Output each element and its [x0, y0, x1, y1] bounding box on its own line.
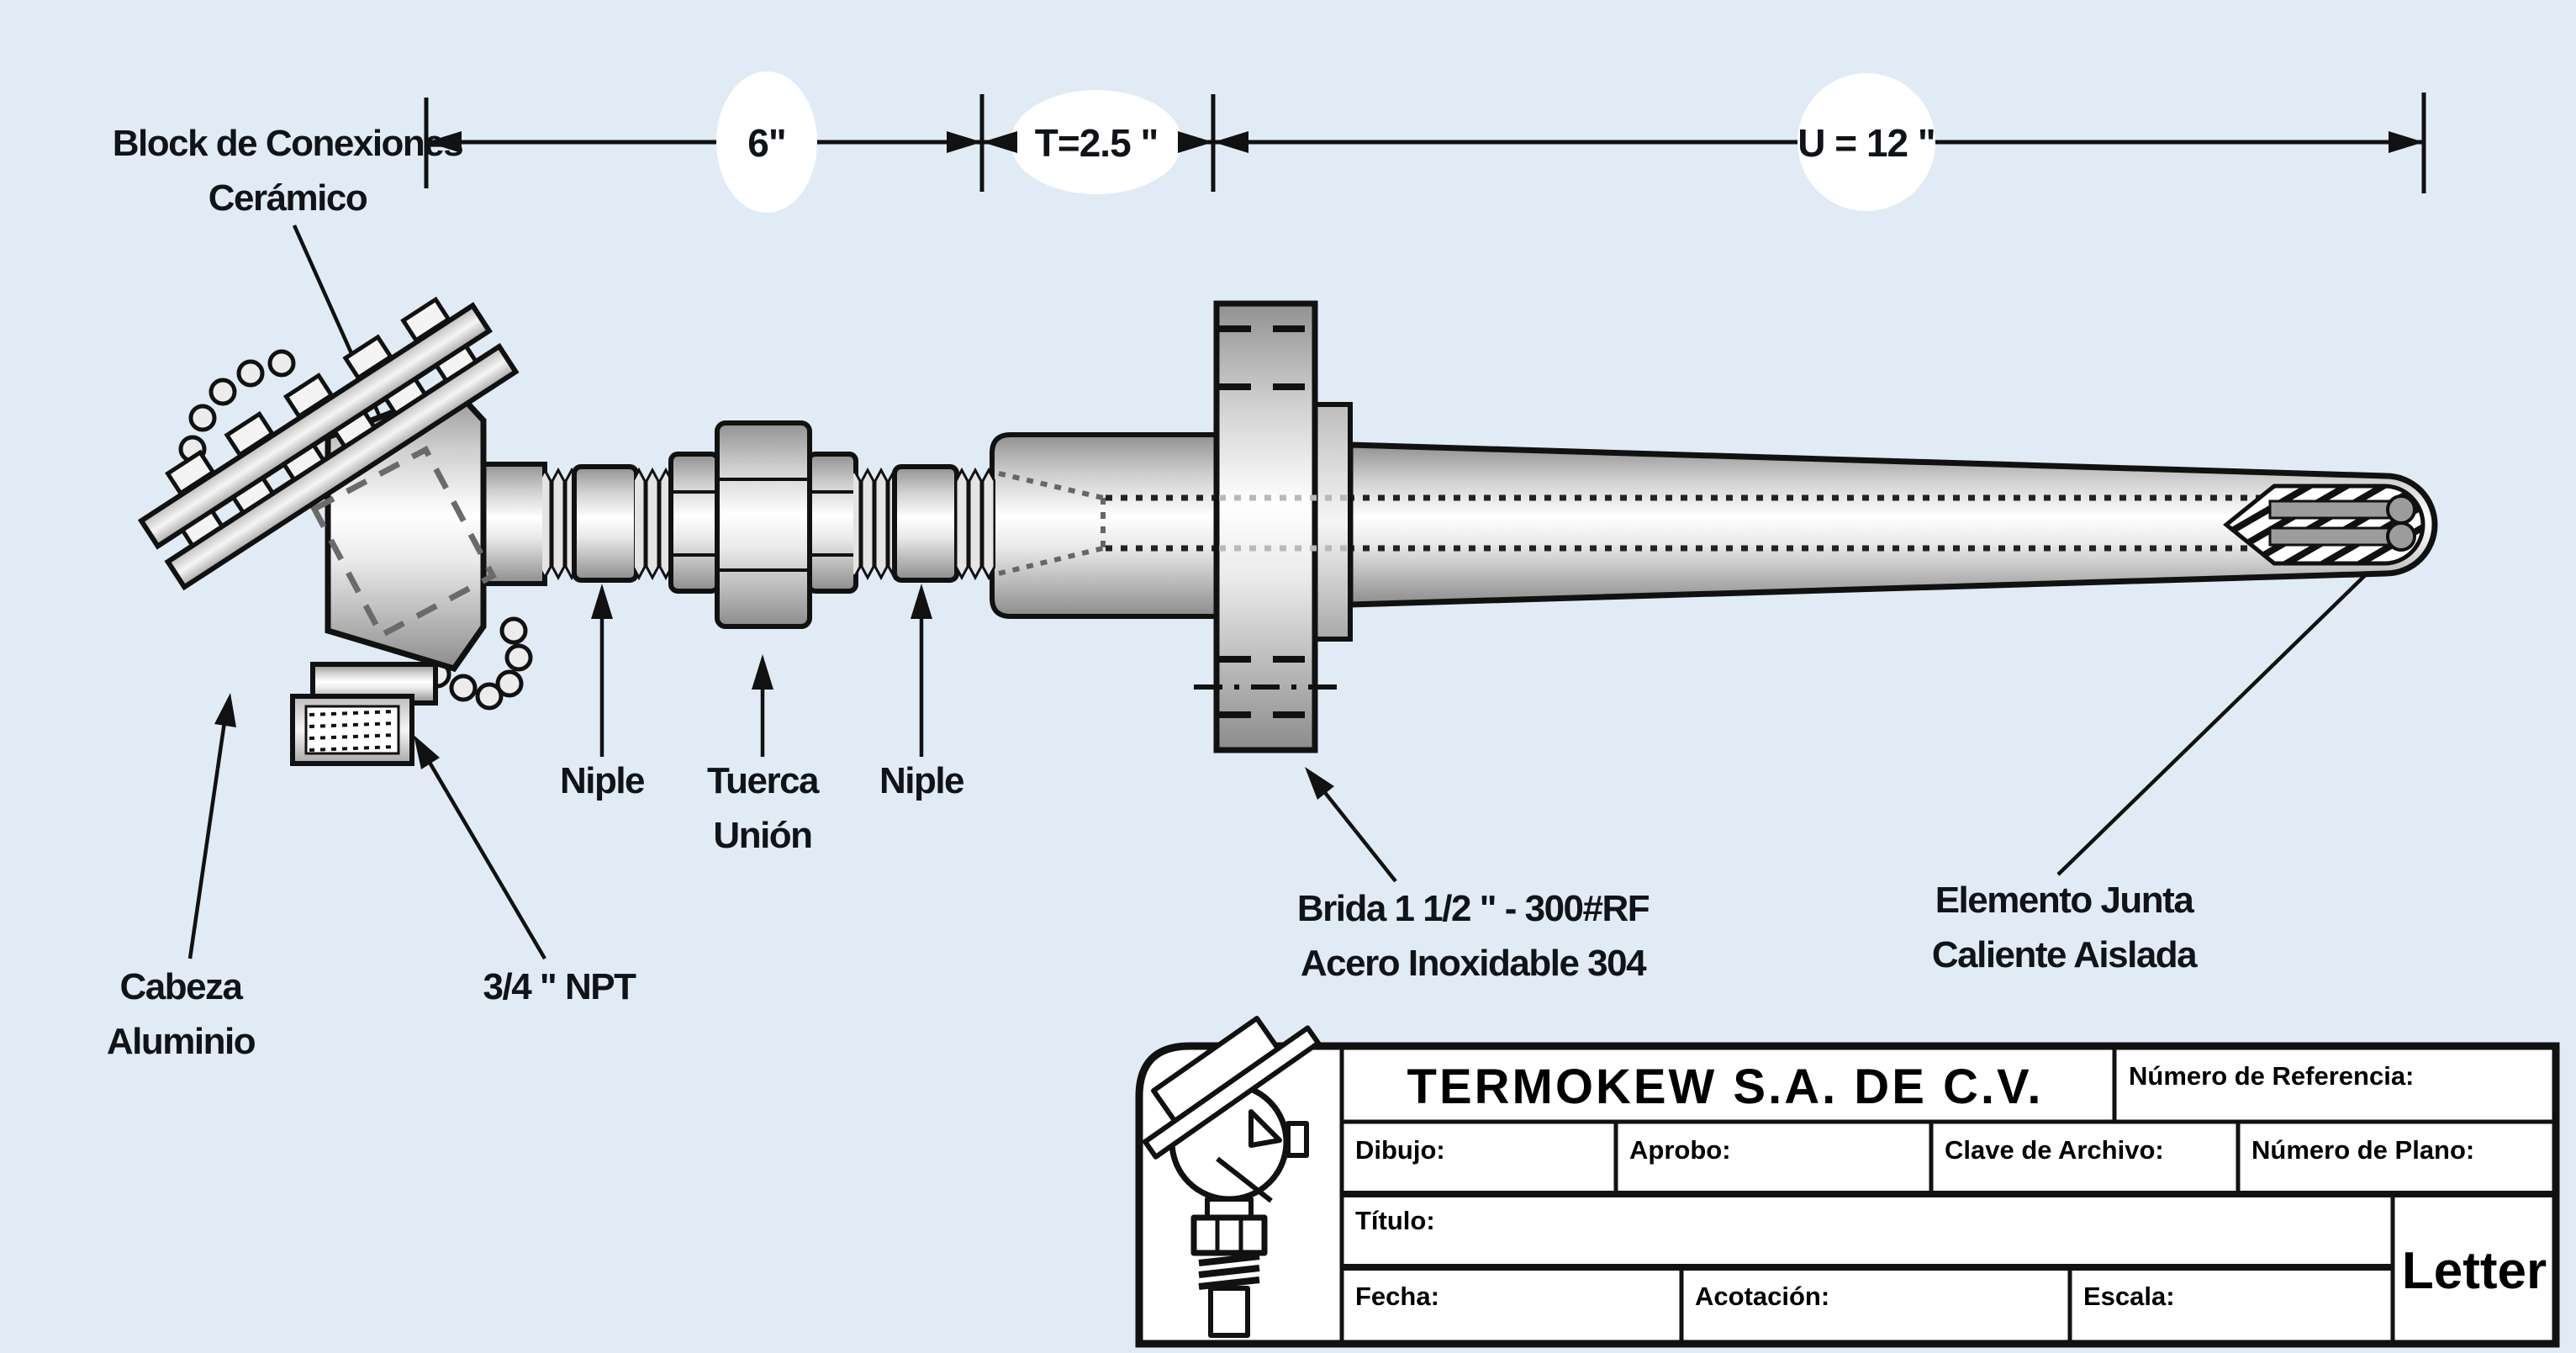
label-cabeza: Cabeza [119, 966, 243, 1007]
dim-u: U = 12 " [1797, 121, 1935, 165]
label-npt: 3/4 " NPT [483, 966, 637, 1007]
title-block: TERMOKEW S.A. DE C.V. Número de Referenc… [1135, 1016, 2560, 1348]
hot-junction-top [2386, 494, 2416, 525]
thermowell-taper [1347, 441, 2438, 608]
leader-lines [187, 225, 2396, 960]
label-niple-left: Niple [560, 760, 644, 801]
union-nut [668, 420, 858, 629]
label-cabeza-2: Aluminio [107, 1021, 256, 1062]
label-elemento-2: Caliente Aislada [1932, 934, 2198, 975]
field-aprobo: Aprobo: [1629, 1135, 1731, 1165]
thread-segment [635, 468, 673, 580]
thread-segment [542, 468, 576, 580]
label-elemento: Elemento Junta [1935, 880, 2195, 921]
company-logo-icon [1143, 1016, 1322, 1338]
label-tuerca: Tuerca [707, 760, 820, 801]
thermowell-shank [990, 432, 1219, 619]
field-dibujo: Dibujo: [1355, 1135, 1445, 1165]
niple-left [572, 464, 639, 583]
element-wire-bottom [2268, 526, 2396, 547]
arrow-right-end [2389, 131, 2424, 153]
field-numero-referencia: Número de Referencia: [2129, 1061, 2414, 1091]
field-acotacion: Acotación: [1695, 1282, 1829, 1311]
label-niple-right: Niple [879, 760, 963, 801]
flange [1194, 300, 1349, 753]
field-fecha: Fecha: [1355, 1282, 1439, 1311]
chain-lower [423, 616, 533, 711]
thread-segment [955, 468, 995, 580]
label-block-conexiones-2: Cerámico [209, 177, 367, 219]
arrow-left-end [426, 131, 462, 153]
head-neck [477, 462, 547, 586]
npt-threads [304, 705, 400, 755]
label-block-conexiones: Block de Conexiones [113, 123, 463, 164]
dim-bubble-u [1797, 73, 1935, 211]
field-escala: Escala: [2083, 1282, 2175, 1311]
dim-bubble-t [1011, 90, 1182, 194]
label-brida-2: Acero Inoxidable 304 [1301, 943, 1647, 984]
flange-raised-face [1312, 402, 1353, 642]
dim-t: T=2.5 " [1035, 121, 1159, 165]
bore-lines [1106, 494, 2273, 552]
element-tip [2223, 484, 2426, 566]
hot-junction-bottom [2386, 521, 2416, 552]
field-titulo: Título: [1355, 1206, 1435, 1235]
dim-bubble-6in [716, 71, 817, 213]
field-numero-plano: Número de Plano: [2251, 1135, 2474, 1165]
paper-size: Letter [2402, 1242, 2547, 1300]
dimension-line [424, 71, 2426, 213]
label-tuerca-2: Unión [713, 815, 811, 856]
label-brida: Brida 1 1/2 " - 300#RF [1297, 888, 1650, 929]
niple-right [892, 464, 959, 583]
thread-segment [853, 468, 895, 580]
head-cap [137, 296, 520, 591]
dim-6in: 6" [747, 121, 785, 165]
ceramic-block-hidden [310, 446, 497, 639]
connection-head [137, 296, 533, 766]
element-wire-top [2268, 499, 2396, 520]
field-clave-archivo: Clave de Archivo: [1945, 1135, 2164, 1165]
company-name: TERMOKEW S.A. DE C.V. [1407, 1060, 2044, 1114]
